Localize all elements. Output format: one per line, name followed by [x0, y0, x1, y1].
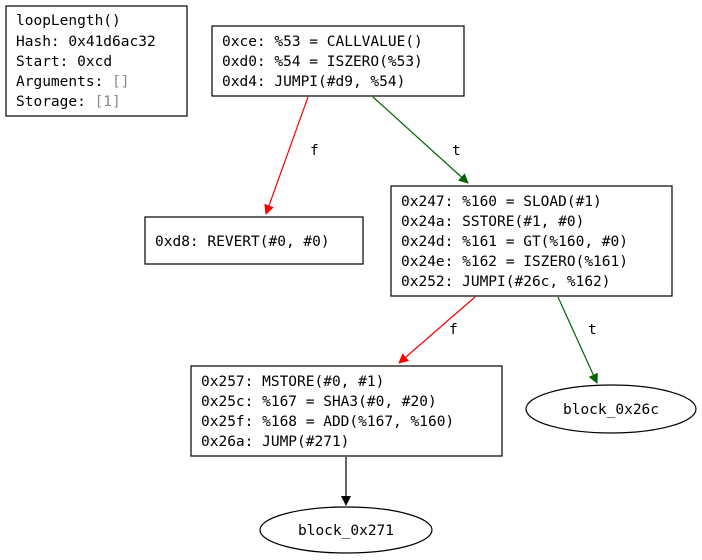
edge-sload-true-label: t	[588, 322, 597, 338]
entry-line-3: 0xd4: JUMPI(#d9, %54)	[222, 74, 405, 90]
sload-block: 0x247: %160 = SLOAD(#1) 0x24a: SSTORE(#1…	[390, 185, 673, 297]
block-0x26c-label: block_0x26c	[563, 402, 659, 418]
arguments-value: []	[112, 74, 129, 90]
edge-sload-false-label: f	[449, 322, 458, 338]
sload-line-4: 0x24e: %162 = ISZERO(%161)	[401, 254, 628, 270]
hash-label: Hash:	[16, 34, 60, 50]
arguments-row: Arguments: []	[16, 74, 130, 90]
arguments-label: Arguments:	[16, 74, 103, 90]
edge-sload-true	[557, 296, 598, 384]
entry-block: 0xce: %53 = CALLVALUE() 0xd0: %54 = ISZE…	[211, 25, 465, 97]
loop-body-block: 0x257: MSTORE(#0, #1) 0x25c: %167 = SHA3…	[190, 365, 503, 457]
storage-value: [1]	[95, 94, 121, 110]
loop-line-2: 0x25c: %167 = SHA3(#0, #20)	[201, 394, 437, 410]
storage-label: Storage:	[16, 94, 86, 110]
edge-entry-true-label: t	[452, 143, 461, 159]
loop-line-1: 0x257: MSTORE(#0, #1)	[201, 374, 384, 390]
edge-entry-false-label: f	[310, 143, 319, 159]
revert-line: 0xd8: REVERT(#0, #0)	[155, 234, 330, 250]
sload-line-5: 0x252: JUMPI(#26c, %162)	[401, 274, 611, 290]
function-info-box: loopLength() Hash: 0x41d6ac32 Start: 0xc…	[5, 5, 188, 117]
block-0x271-label: block_0x271	[298, 523, 394, 539]
edge-sload-false	[398, 296, 476, 364]
edge-entry-true	[372, 96, 469, 184]
block-0x271-node: block_0x271	[259, 506, 433, 554]
hash-value: 0x41d6ac32	[68, 34, 155, 50]
start-value: 0xcd	[77, 54, 112, 70]
sload-line-2: 0x24a: SSTORE(#1, #0)	[401, 214, 584, 230]
revert-block: 0xd8: REVERT(#0, #0)	[144, 216, 364, 265]
loop-line-3: 0x25f: %168 = ADD(%167, %160)	[201, 414, 454, 430]
sload-line-3: 0x24d: %161 = GT(%160, #0)	[401, 234, 628, 250]
storage-row: Storage: [1]	[16, 94, 121, 110]
sload-line-1: 0x247: %160 = SLOAD(#1)	[401, 194, 602, 210]
entry-line-1: 0xce: %53 = CALLVALUE()	[222, 34, 423, 50]
block-0x26c-node: block_0x26c	[525, 384, 697, 434]
hash-row: Hash: 0x41d6ac32	[16, 34, 156, 50]
loop-line-4: 0x26a: JUMP(#271)	[201, 434, 349, 450]
start-label: Start:	[16, 54, 68, 70]
edge-entry-false	[264, 96, 309, 215]
function-name: loopLength()	[16, 13, 121, 29]
start-row: Start: 0xcd	[16, 54, 112, 70]
entry-line-2: 0xd0: %54 = ISZERO(%53)	[222, 54, 423, 70]
